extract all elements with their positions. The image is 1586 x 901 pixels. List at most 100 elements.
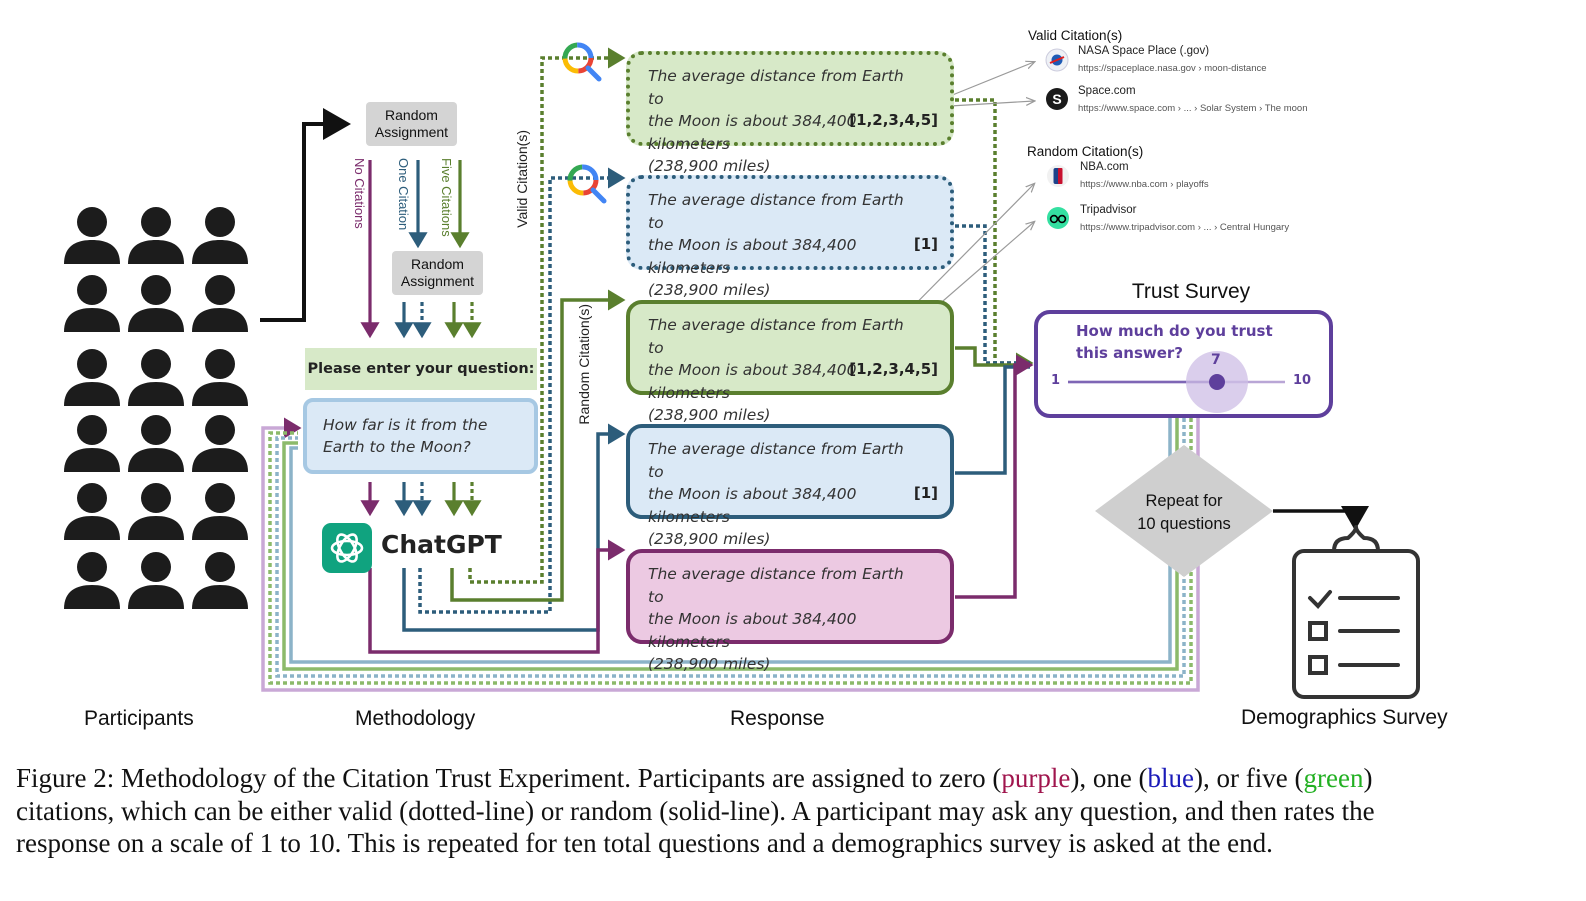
citation-markers: [1,2,3,4,5] (849, 110, 938, 129)
participant-silhouette-icon (192, 349, 248, 406)
participant-silhouette-icon (128, 552, 184, 609)
one-citation-label: One Citation (396, 158, 411, 231)
participants-silhouettes (64, 207, 248, 609)
response-line: (238,900 miles) (648, 281, 771, 299)
search-icon (562, 42, 602, 82)
citation-markers: [1,2,3,4,5] (849, 359, 938, 378)
citation-url[interactable]: https://www.nba.com › playoffs (1080, 179, 1209, 190)
figure-caption: Figure 2: Methodology of the Citation Tr… (16, 762, 1572, 860)
repeat-line: Repeat for (1145, 492, 1223, 510)
response-line: the Moon is about 384,400 kilometers (648, 361, 857, 402)
citation-url[interactable]: https://www.tripadvisor.com › ... › Cent… (1080, 222, 1290, 233)
citation-url[interactable]: https://spaceplace.nasa.gov › moon-dista… (1078, 63, 1267, 74)
trust-question-line: How much do you trust (1076, 322, 1273, 340)
question-line: Earth to the Moon? (323, 438, 471, 456)
caption-text: Figure 2: Methodology of the Citation Tr… (16, 763, 1002, 793)
random-assignment-line: Assignment (400, 273, 475, 289)
participant-silhouette-icon (192, 207, 248, 264)
nba-icon (1047, 165, 1069, 187)
trust-question-line: this answer? (1076, 344, 1183, 362)
trust-survey-title: Trust Survey (1131, 280, 1251, 303)
caption-color-word: purple (1001, 763, 1071, 793)
caption-text: ), or five ( (1194, 763, 1304, 793)
participant-silhouette-icon (192, 415, 248, 472)
response-line: (238,900 miles) (648, 655, 771, 673)
demographics-column-label: Demographics Survey (1241, 706, 1448, 729)
participants-column-label: Participants (84, 707, 194, 730)
response-line: The average distance from Earth to (648, 565, 904, 606)
response-line: the Moon is about 384,400 kilometers (648, 485, 857, 526)
random-assignment-box: Random Assignment (366, 102, 457, 146)
chatgpt-logo-icon (322, 523, 372, 573)
participant-silhouette-icon (128, 415, 184, 472)
prompt-label: Please enter your question: (305, 348, 537, 390)
response-routing-lines (368, 47, 626, 654)
participant-silhouette-icon (64, 349, 120, 406)
assign-arrow (260, 108, 351, 322)
caption-line-1: Figure 2: Methodology of the Citation Tr… (16, 762, 1572, 795)
citation-url[interactable]: https://www.space.com › ... › Solar Syst… (1078, 103, 1308, 114)
response-line: The average distance from Earth to (648, 316, 904, 357)
repeat-decision-diamond (1095, 445, 1273, 577)
caption-line-3: response on a scale of 1 to 10. This is … (16, 828, 1273, 858)
trust-slider-value: 7 (1211, 352, 1221, 368)
caption-text: ), one ( (1070, 763, 1148, 793)
chatgpt-label: ChatGPT (381, 530, 502, 559)
trust-scale-min: 1 (1051, 373, 1061, 388)
repeat-line: 10 questions (1137, 515, 1231, 533)
trust-scale-max: 10 (1293, 373, 1312, 388)
citation-title[interactable]: NBA.com (1080, 161, 1129, 173)
participant-silhouette-icon (128, 483, 184, 540)
citation-title[interactable]: Space.com (1078, 85, 1136, 97)
caption-color-word: blue (1147, 763, 1195, 793)
citation-markers: [1] (913, 234, 938, 253)
response-line: the Moon is about 384,400 kilometers (648, 112, 857, 153)
participant-silhouette-icon (64, 415, 120, 472)
trust-slider-thumb[interactable] (1209, 374, 1225, 390)
participant-silhouette-icon (64, 552, 120, 609)
question-line: How far is it from the (323, 416, 488, 434)
repeat-loop-lines (261, 417, 1200, 692)
citation-title[interactable]: NASA Space Place (.gov) (1078, 45, 1210, 57)
random-assignment-line: Assignment (374, 124, 449, 140)
response-line: the Moon is about 384,400 kilometers (648, 610, 857, 651)
participant-silhouette-icon (192, 483, 248, 540)
random-assignment-line: Random (411, 256, 464, 272)
clipboard-checklist-icon (1292, 525, 1420, 699)
participant-silhouette-icon (64, 275, 120, 332)
participant-silhouette-icon (192, 275, 248, 332)
random-assignment-line: Random (385, 107, 438, 123)
space-com-icon: S (1046, 88, 1068, 110)
diagram-canvas: S (64, 42, 1420, 699)
response-line: the Moon is about 384,400 kilometers (648, 236, 857, 277)
random-assignment-box-2: Random Assignment (392, 251, 483, 295)
nasa-icon (1045, 48, 1069, 72)
search-icon (567, 164, 607, 204)
participant-silhouette-icon (128, 349, 184, 406)
methodology-diagram: S (64, 28, 1448, 730)
svg-text:S: S (1052, 91, 1061, 107)
response-line: (238,900 miles) (648, 157, 771, 175)
condition-arrows (360, 160, 482, 517)
repeat-label: Repeat for 10 questions (1110, 490, 1258, 536)
question-input[interactable]: How far is it from the Earth to the Moon… (303, 398, 538, 474)
survey-routing-lines (955, 98, 1034, 599)
response-line: The average distance from Earth to (648, 191, 904, 232)
trust-survey-box (1034, 310, 1333, 418)
participant-silhouette-icon (64, 207, 120, 264)
citation-title[interactable]: Tripadvisor (1080, 204, 1137, 216)
response-line: (238,900 miles) (648, 406, 771, 424)
valid-citations-branch-label: Valid Citation(s) (514, 130, 530, 228)
methodology-column-label: Methodology (355, 707, 476, 730)
response-line: The average distance from Earth to (648, 67, 904, 108)
five-citations-label: Five Citations (439, 158, 454, 237)
citation-markers: [1] (913, 483, 938, 502)
repeat-to-demographics-arrow (1273, 506, 1369, 531)
response-column-label: Response (730, 707, 825, 730)
caption-color-word: green (1303, 763, 1364, 793)
